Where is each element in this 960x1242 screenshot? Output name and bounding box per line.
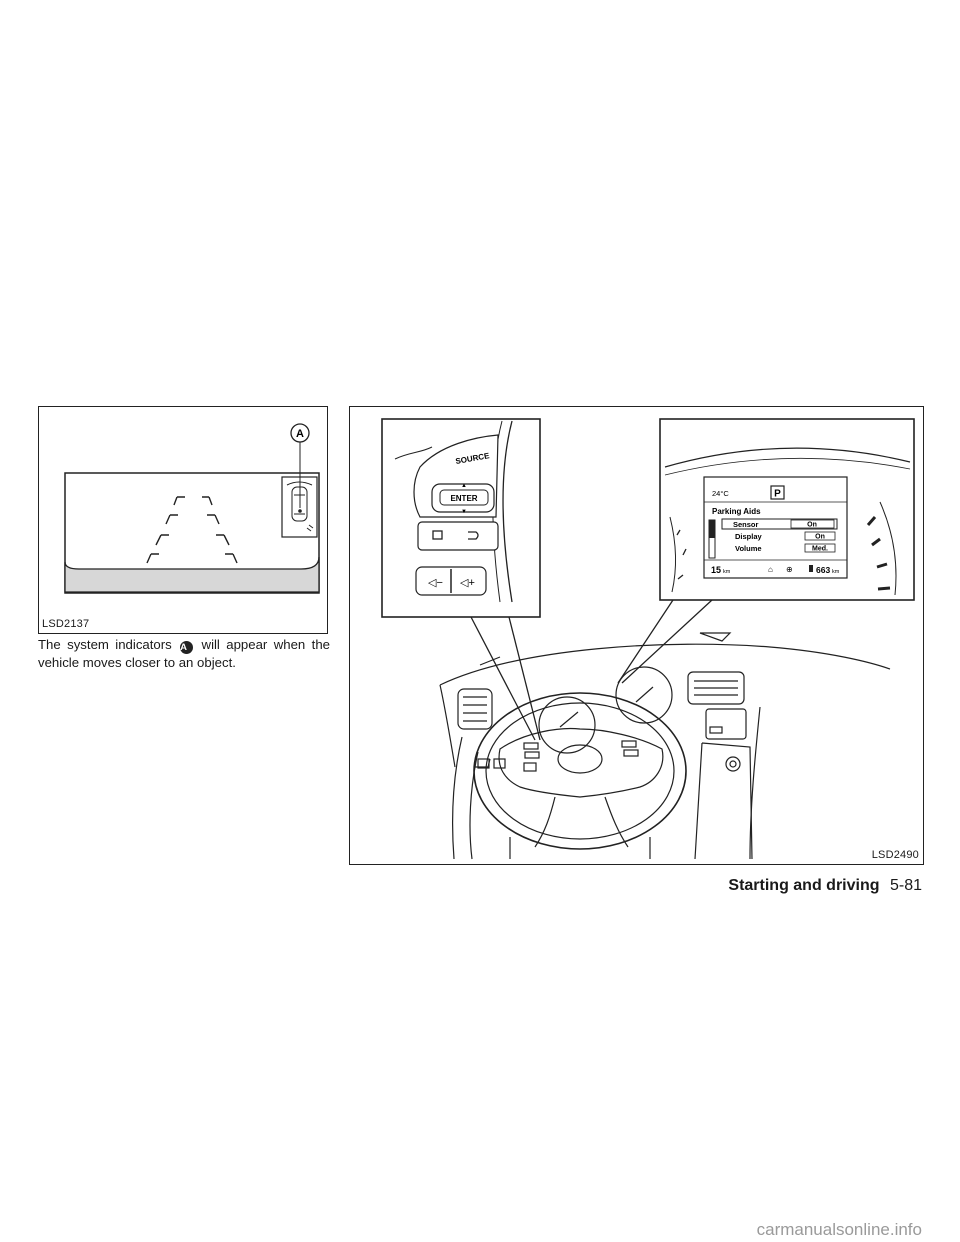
volume-up-icon: ◁+ <box>460 577 475 589</box>
svg-text:▼: ▼ <box>461 509 467 515</box>
menu-title: Parking Aids <box>712 507 761 516</box>
fuel-icon <box>809 565 813 572</box>
callout-a-icon <box>290 423 310 443</box>
volume-down-icon: ◁− <box>428 577 443 589</box>
menu-row-label: Sensor <box>733 520 759 529</box>
caption-text-start: The system indicators <box>38 637 172 652</box>
menu-row-value: On <box>807 522 817 529</box>
caption-text-end: will appear when the vehicle moves close… <box>38 637 330 670</box>
temperature-readout: 24°C <box>712 489 729 498</box>
page-footer: Starting and driving 5-81 <box>728 877 922 895</box>
back-button-icon <box>468 531 479 540</box>
pointer-lines <box>470 599 713 741</box>
steering-switch-inset: SOURCE ENTER ▲ ▼ ◁− ◁+ <box>381 418 541 618</box>
gear-indicator: P <box>774 489 781 500</box>
trip-unit: km <box>723 569 731 575</box>
parking-sensor-illustration: A <box>64 423 320 594</box>
menu-row-label: Volume <box>735 544 762 553</box>
menu-row-value: Med. <box>812 546 828 553</box>
range-value: 663 <box>816 565 830 575</box>
range-unit: km <box>832 569 840 575</box>
dashboard-illustration: SOURCE ENTER ▲ ▼ ◁− ◁+ <box>381 418 915 860</box>
caption-paragraph: The system indicators A will appear when… <box>38 636 330 671</box>
figure-code: LSD2137 <box>42 618 90 630</box>
trip-value: 15 <box>711 565 721 575</box>
parking-sensor-figure: A LSD2137 <box>38 406 328 634</box>
display-button-icon <box>432 530 443 540</box>
menu-row-label: Display <box>735 532 763 541</box>
figure-code: LSD2490 <box>871 849 919 861</box>
range-icon: ⊕ <box>786 565 793 574</box>
meter-inset: 24°C P Parking Aids Sensor On Display On… <box>659 418 915 601</box>
callout-a-label: A <box>296 428 304 440</box>
menu-row-value: On <box>815 534 825 541</box>
page-number: 5-81 <box>889 877 922 894</box>
watermark: carmanualsonline.info <box>756 1220 922 1239</box>
dashboard-figure: SOURCE ENTER ▲ ▼ ◁− ◁+ <box>349 406 924 865</box>
guide-lines <box>146 496 238 564</box>
callout-a-marker: A <box>180 641 194 654</box>
road-icon: ⌂ <box>768 565 773 574</box>
dashboard-drawing <box>439 632 891 860</box>
enter-label: ENTER <box>450 494 477 503</box>
section-title: Starting and driving <box>728 877 880 894</box>
ground-area <box>64 556 320 593</box>
gauge-ticks <box>866 516 891 591</box>
svg-text:▲: ▲ <box>461 483 467 489</box>
